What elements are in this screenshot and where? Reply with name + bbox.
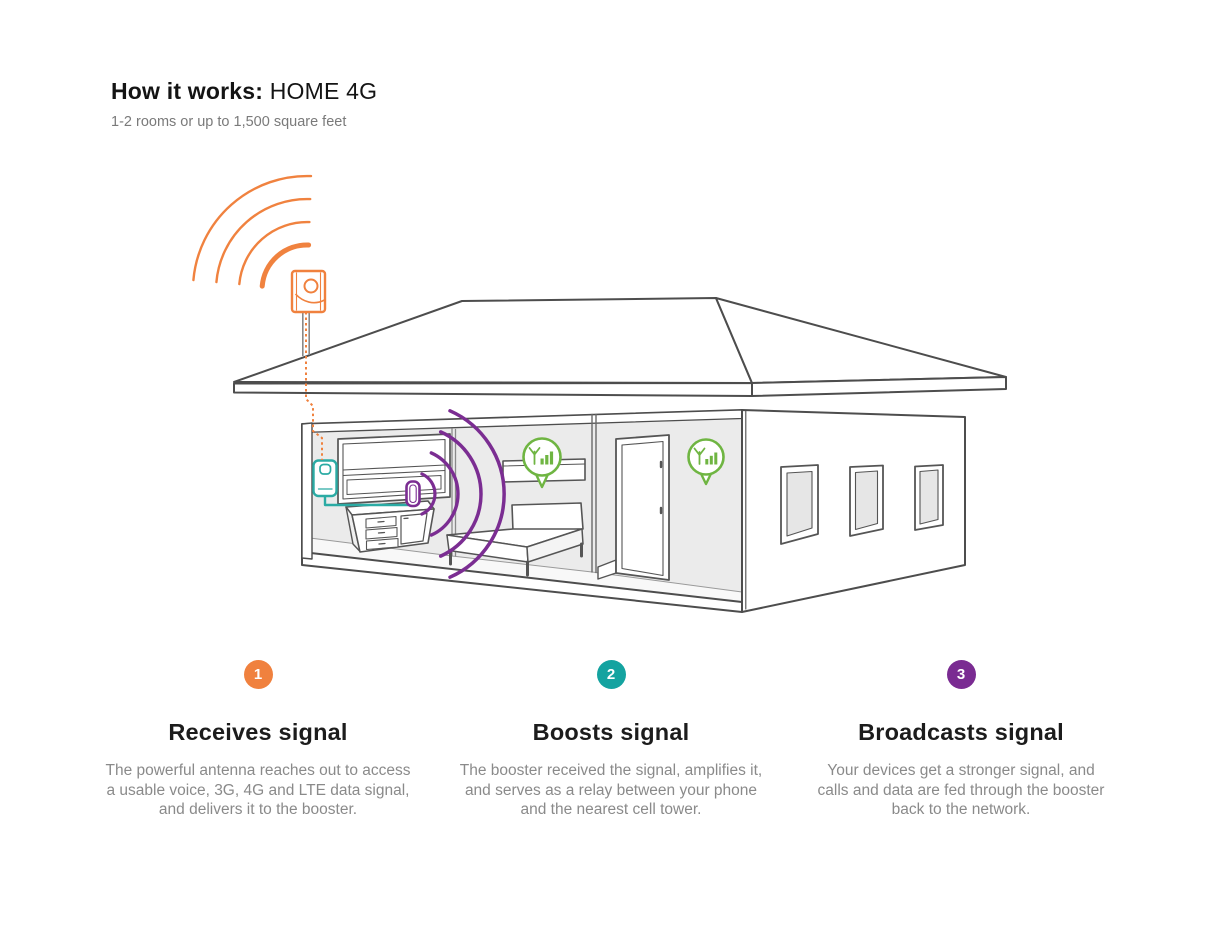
bed-headboard (511, 502, 584, 532)
left-wall-cut-edge (301, 422, 313, 560)
step-number-badge: 2 (596, 660, 626, 689)
antenna-pole (302, 312, 310, 356)
page-title: How it works: HOME 4G 1-2 rooms or up to… (111, 78, 377, 130)
dresser (345, 500, 435, 553)
step-number-badge: 3 (946, 660, 976, 689)
antenna-box (290, 269, 327, 314)
roof-fascia-right (751, 376, 1007, 397)
house-cutaway-diagram (192, 174, 1007, 613)
exterior-window (849, 464, 884, 537)
right-exterior-wall (741, 409, 966, 613)
title-product-name: HOME 4G (263, 78, 378, 104)
step-broadcasts-signal: 3 Broadcasts signal Your devices get a s… (791, 660, 1131, 820)
exterior-window (914, 464, 944, 531)
bedroom-window (337, 433, 451, 505)
roof-fascia-front (233, 382, 753, 397)
step-boosts-signal: 2 Boosts signal The booster received the… (441, 660, 781, 820)
roof-right-plane (715, 297, 1007, 384)
dresser-cabinet-door (400, 512, 428, 545)
title-subtitle: 1-2 rooms or up to 1,500 square feet (111, 114, 347, 130)
indoor-antenna (405, 480, 421, 508)
step-receives-signal: 1 Receives signal The powerful antenna r… (88, 660, 428, 820)
title-bold: How it works: (111, 78, 264, 104)
incoming-signal-arcs (192, 174, 313, 289)
room-partition (591, 413, 597, 574)
step-heading: Receives signal (168, 719, 348, 745)
front-corner-edge (741, 410, 747, 612)
signal-strength-icon (693, 447, 718, 465)
step-description: Your devices get a stronger signal, and … (817, 762, 1105, 818)
step-description: The booster received the signal, amplifi… (459, 762, 763, 818)
coax-cable (305, 312, 323, 460)
exterior-window (780, 464, 819, 545)
roof (233, 297, 1007, 397)
signal-bubble-2 (687, 438, 725, 486)
signal-bubble-1 (522, 437, 562, 489)
booster-to-antenna-cable (323, 494, 410, 507)
step-description: The powerful antenna reaches out to acce… (105, 762, 411, 818)
step-number-badge: 1 (243, 660, 273, 689)
boosted-signal-arcs (420, 409, 506, 579)
signal-strength-icon (528, 447, 554, 465)
booster-device (312, 459, 338, 498)
house-interior (301, 409, 743, 613)
step-heading: Broadcasts signal (858, 719, 1064, 745)
step-heading: Boosts signal (532, 719, 690, 745)
door (597, 434, 670, 581)
outdoor-antenna (192, 174, 327, 460)
how-it-works-steps: 1 Receives signal The powerful antenna r… (0, 660, 1214, 920)
dresser-drawers (365, 515, 399, 551)
